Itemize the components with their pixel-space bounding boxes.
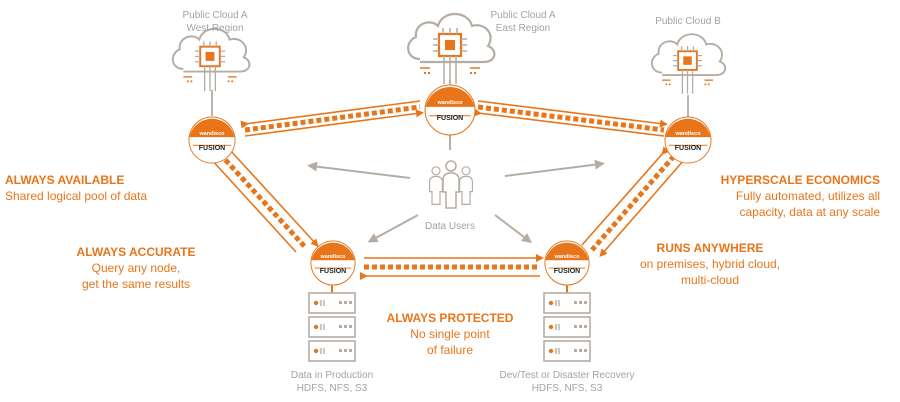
replication-dash <box>218 152 308 250</box>
arrow-down-left-icon <box>367 214 419 243</box>
fusion-node-east: wandisco FUSION <box>424 84 476 136</box>
node-label: FUSION <box>437 115 463 122</box>
replication-dash <box>477 104 665 133</box>
cloud-b-icon <box>650 33 727 95</box>
node-label: FUSION <box>675 145 701 152</box>
replication-arrow-icon <box>599 159 685 258</box>
replication-arrow-icon <box>229 149 319 247</box>
node-brand: wandisco <box>674 131 701 137</box>
fusion-node-production: wandisco FUSION <box>310 240 356 286</box>
arrow-down-right-icon <box>494 214 532 244</box>
feature-body-line1: Fully automated, utilizes all <box>735 189 880 203</box>
data-users-label: Data Users <box>424 221 475 232</box>
node-brand: wandisco <box>319 254 346 260</box>
cloud-b-line1: Public Cloud B <box>655 16 721 27</box>
fusion-node-b: wandisco FUSION <box>664 116 712 164</box>
fusion-node-west: wandisco FUSION <box>188 116 236 164</box>
feature-body-line1: No single point <box>410 327 490 341</box>
server-production-line1: Data in Production <box>290 370 374 381</box>
replication-arrow-icon <box>240 100 421 129</box>
arrow-right-icon <box>504 159 605 177</box>
cloud-west-icon <box>171 27 251 93</box>
feature-title: ALWAYS ACCURATE <box>76 245 196 259</box>
node-label: FUSION <box>199 145 225 152</box>
node-brand: wandisco <box>436 100 463 106</box>
fusion-node-devtest: wandisco FUSION <box>544 240 590 286</box>
node-brand: wandisco <box>198 131 225 137</box>
feature-body-line1: on premises, hybrid cloud, <box>639 257 781 271</box>
feature-body-line2: capacity, data at any scale <box>739 205 880 219</box>
feature-body: Shared logical pool of data <box>5 189 148 203</box>
feature-title: HYPERSCALE ECONOMICS <box>720 173 880 187</box>
feature-body-line2: of failure <box>426 343 474 357</box>
cloud-west-line1: Public Cloud A <box>182 10 248 21</box>
replication-arrow-icon <box>477 100 668 128</box>
cloud-west-line2: West Region <box>186 23 244 34</box>
node-label: FUSION <box>320 268 346 275</box>
replication-arrow-icon <box>473 108 665 137</box>
feature-body-line2: multi-cloud <box>680 273 740 287</box>
replication-dash <box>244 104 421 133</box>
feature-always-available: ALWAYS AVAILABLE Shared logical pool of … <box>5 172 195 204</box>
cloud-east-line1: Public Cloud A <box>490 10 556 21</box>
feature-title: ALWAYS PROTECTED <box>386 311 514 325</box>
replication-arrow-icon <box>244 109 424 137</box>
arrow-left-icon <box>307 161 411 179</box>
feature-always-accurate: ALWAYS ACCURATE Query any node, get the … <box>60 244 212 292</box>
server-devtest-line2: HDFS, NFS, S3 <box>531 383 603 394</box>
replication-arrow-icon <box>581 146 670 246</box>
server-devtest-caption: Dev/Test or Disaster Recovery HDFS, NFS,… <box>497 369 637 395</box>
cloud-east-line2: East Region <box>495 23 551 34</box>
cloud-west-caption: Public Cloud A West Region <box>170 9 260 35</box>
feature-body-line2: get the same results <box>81 277 191 291</box>
node-brand: wandisco <box>553 254 580 260</box>
replication-arrow-icon <box>204 152 297 253</box>
feature-title: ALWAYS AVAILABLE <box>5 173 125 187</box>
feature-title: RUNS ANYWHERE <box>656 241 764 255</box>
cloud-b-caption: Public Cloud B <box>648 15 728 28</box>
node-label: FUSION <box>554 268 580 275</box>
replication-links <box>204 100 685 280</box>
feature-always-protected: ALWAYS PROTECTED No single point of fail… <box>375 310 525 358</box>
server-devtest-icon <box>543 282 591 362</box>
feature-body-line1: Query any node, <box>91 261 181 275</box>
server-production-icon <box>308 282 356 362</box>
users-icon <box>428 160 474 209</box>
server-production-caption: Data in Production HDFS, NFS, S3 <box>277 369 387 395</box>
replication-dash <box>590 154 676 252</box>
feature-runs-anywhere: RUNS ANYWHERE on premises, hybrid cloud,… <box>630 240 790 288</box>
feature-hyperscale-economics: HYPERSCALE ECONOMICS Fully automated, ut… <box>695 172 880 220</box>
cloud-east-caption: Public Cloud A East Region <box>478 9 568 35</box>
server-devtest-line1: Dev/Test or Disaster Recovery <box>499 370 635 381</box>
server-production-line2: HDFS, NFS, S3 <box>296 383 368 394</box>
